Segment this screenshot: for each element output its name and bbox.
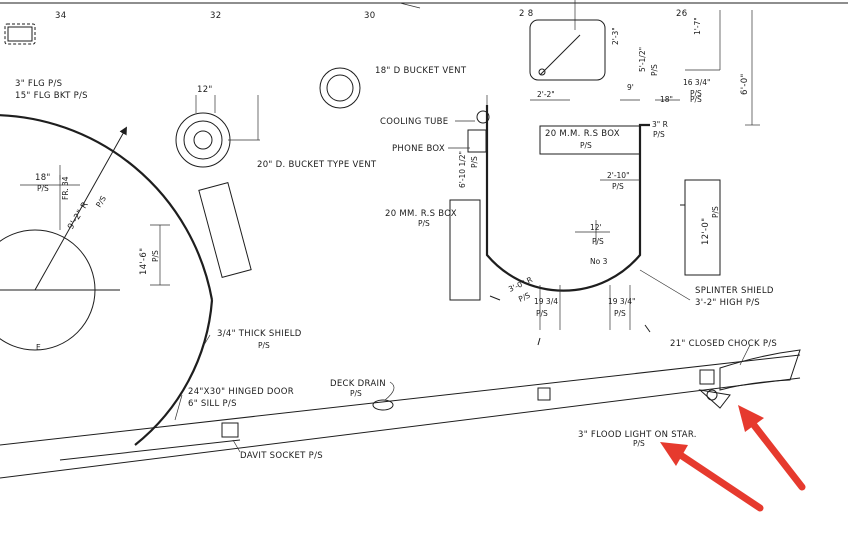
label-dim-2-10-ps: P/S [612,182,624,191]
label-dim-12: 12" [197,85,213,95]
label-ps-1: P/S [37,184,49,193]
label-sill: 6" SILL P/S [188,399,237,409]
label-dim-12-0-ps: P/S [711,206,720,218]
label-ps-2: P/S [94,194,108,209]
scale-tick-34: 34 [55,11,66,21]
red-arrow-chock [746,416,806,491]
scale-tick-26: 26 [676,9,687,19]
label-dim-3-0r-ps: P/S [517,291,532,304]
label-flood-light-ps: P/S [633,439,645,448]
label-dim-2-10: 2'-10" [607,171,630,180]
label-bucket-vent-18: 18" D BUCKET VENT [375,66,467,76]
e-mark: E [36,343,41,352]
label-20mm-box-right: 20 M.M. R.S BOX [545,129,620,139]
label-dim-3r-ps: P/S [653,130,665,139]
label-deck-drain: DECK DRAIN [330,379,386,389]
label-dim-12-ps-lbl: P/S [592,237,604,246]
gun-tub-shield: E [0,114,214,446]
label-closed-chock: 21" CLOSED CHOCK P/S [670,339,777,349]
label-thick-shield-ps: P/S [258,341,270,350]
label-thick-shield: 3/4" THICK SHIELD [217,329,302,339]
label-dim-2-3: 2'-3" [611,27,620,45]
label-davit-socket: DAVIT SOCKET P/S [240,451,323,461]
deck-edge [0,354,801,479]
label-dim-6-10-ps: P/S [470,156,479,168]
label-ps-3: P/S [151,250,160,262]
label-20mm-box-left-ps: P/S [418,219,430,228]
bucket-vent-20 [175,95,260,168]
label-flg-ps: 3" FLG P/S [15,79,62,89]
label-dim-18: 18" [35,173,51,183]
label-dim-19-3-4b: 19 3/4" [608,297,635,306]
scale-tick-32: 32 [210,11,221,21]
label-dim-16-3-4: 16 3/4" [683,78,710,87]
annotations: 3" FLG P/S 15" FLG BKT P/S 18" D BUCKET … [15,17,777,461]
angled-box [198,182,252,278]
label-dim-16-ps: P/S [690,89,702,98]
label-no3: No 3 [590,257,608,266]
label-dim-18-b-ps: P/S [690,95,702,104]
label-hinged-door: 24"X30" HINGED DOOR [188,387,294,397]
label-dim-3r: 3" R [652,120,668,129]
label-bucket-vent-20: 20" D. BUCKET TYPE VENT [257,160,377,170]
label-splinter-high: 3'-2" HIGH P/S [695,298,760,308]
red-arrowhead-flood-light [660,442,688,466]
red-arrowhead-chock [738,405,764,432]
leader-lines [174,120,751,453]
label-dim-18-b: 18" [660,95,673,104]
scale-tick-28: 2 8 [519,9,533,19]
label-fr-34: FR. 34 [61,176,70,200]
label-dim-2-2: 2'-2" [537,90,555,99]
frame-scale: 34 32 30 2 8 26 [0,0,848,30]
label-dim-3-0r: 3'-0" R [507,275,534,294]
label-dim-19-3-4a-ps: P/S [536,309,548,318]
label-dim-9: 9' [627,83,634,92]
red-arrow-flood-light [672,448,764,512]
label-radius-9-2: 9'-2" R [66,200,91,231]
label-dim-19-3-4b-ps: P/S [614,309,626,318]
scale-tick-30: 30 [364,11,375,21]
label-dim-5-12: 5'-1/2" [638,47,647,72]
flange-fitting-top [4,23,36,45]
label-splinter-shield: SPLINTER SHIELD [695,286,774,296]
label-dim-12-0: 12'-0" [701,218,711,245]
label-dim-6-10: 6'-10 1/2" [458,151,467,188]
label-deck-drain-ps: P/S [350,389,362,398]
ammo-box-housing [449,10,760,346]
label-dim-19-3-4a: 19 3/4 [534,297,558,306]
label-flood-light: 3" FLOOD LIGHT ON STAR. [578,430,697,440]
label-20mm-box-left: 20 MM. R.S BOX [385,209,457,219]
deck-fittings [221,349,801,438]
label-cooling-tube: COOLING TUBE [380,117,448,127]
label-dim-14-6: 14'-6" [139,248,149,275]
bucket-vent-18 [319,67,361,109]
label-dim-1-7: 1'-7" [693,17,702,35]
callout-arrows [660,405,806,512]
label-flg-bkt: 15" FLG BKT P/S [15,91,88,101]
label-phone-box: PHONE BOX [392,144,445,154]
label-20mm-box-right-ps: P/S [580,141,592,150]
label-dim-5-12-ps: P/S [650,64,659,76]
label-dim-6-0: 6'-0" [740,73,750,95]
label-dim-12-ps: 12' [590,223,602,232]
